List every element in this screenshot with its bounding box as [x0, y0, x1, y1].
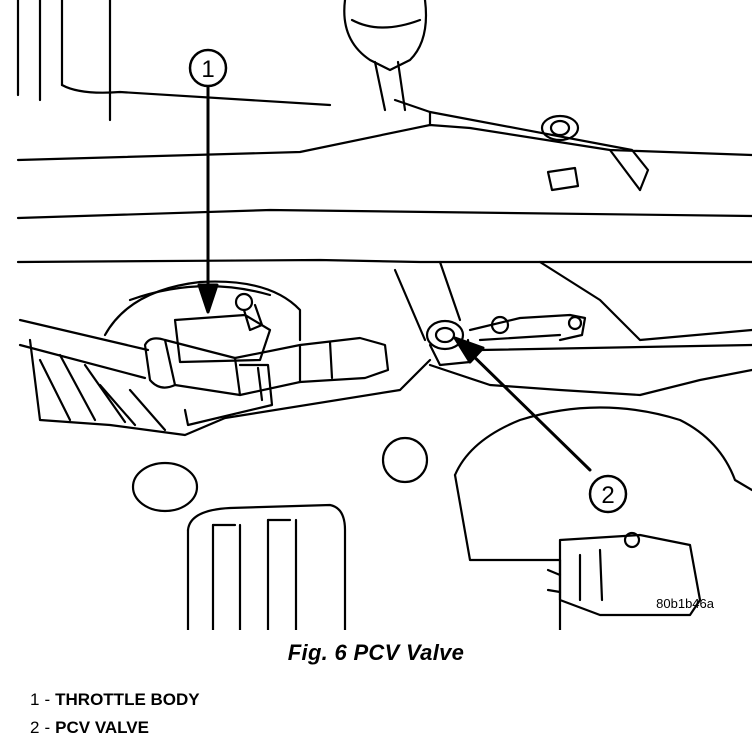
callout-1: 1	[188, 48, 228, 88]
legend-separator: -	[44, 690, 51, 709]
legend-item: 2-PCV VALVE	[30, 714, 200, 742]
legend-item: 1-THROTTLE BODY	[30, 686, 200, 714]
legend: 1-THROTTLE BODY 2-PCV VALVE	[30, 686, 200, 742]
throttle-body-housing	[103, 280, 302, 364]
callout-arrow-1	[197, 83, 219, 314]
figure-caption: Fig. 6 PCV Valve	[287, 640, 465, 665]
engine-illustration: 1 2 80b1b46a	[16, 0, 752, 630]
pcv-hose	[18, 318, 390, 427]
legend-label: PCV VALVE	[55, 718, 149, 737]
callout-2: 2	[588, 474, 628, 514]
left-frame	[16, 0, 332, 122]
callout-1-number: 1	[201, 56, 214, 83]
callout-arrow-2	[453, 336, 592, 472]
upper-bolt	[540, 114, 580, 192]
figure-code: 80b1b46a	[656, 596, 715, 611]
lower-bosses	[131, 436, 429, 630]
intake-runners	[28, 338, 432, 437]
top-tube	[343, 0, 428, 112]
legend-number: 2	[30, 718, 40, 737]
upper-cross-member	[16, 98, 752, 264]
callout-2-number: 2	[601, 482, 614, 509]
pcv-valve	[425, 313, 587, 367]
legend-number: 1	[30, 690, 40, 709]
support-rod	[393, 260, 752, 342]
sensor-connector	[546, 531, 702, 617]
legend-label: THROTTLE BODY	[55, 690, 200, 709]
legend-separator: -	[44, 718, 51, 737]
